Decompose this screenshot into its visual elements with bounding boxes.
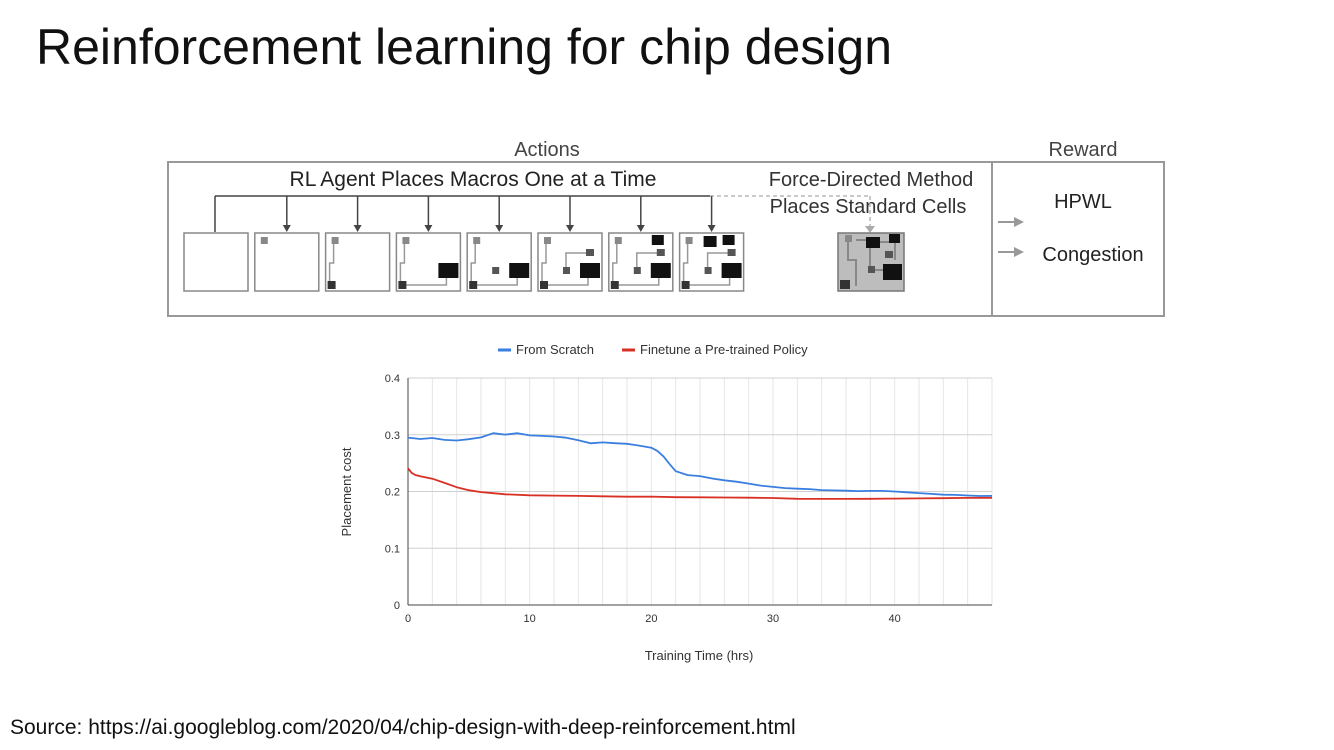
series-line-finetune <box>407 467 993 500</box>
x-axis-label: Training Time (hrs) <box>645 648 754 663</box>
step-arrowhead <box>566 225 574 232</box>
standard-cell-placement <box>837 232 905 292</box>
chart-axes: 0 0.1 0.2 0.3 0.4 0 10 20 30 40 <box>385 373 992 625</box>
y-axis-label: Placement cost <box>339 447 354 536</box>
x-tick-label: 40 <box>889 613 901 625</box>
macro-step-5 <box>466 232 532 292</box>
rl-agent-label: RL Agent Places Macros One at a Time <box>290 168 657 191</box>
step-arrowhead <box>636 225 645 232</box>
macro-step-4 <box>395 232 462 292</box>
macro-step-8 <box>678 232 745 292</box>
force-directed-arrowhead <box>865 226 875 233</box>
series-line-from-scratch <box>407 432 993 497</box>
y-tick-label: 0.1 <box>385 543 400 555</box>
step-arrowhead <box>282 225 291 232</box>
legend-label-finetune: Finetune a Pre-trained Policy <box>640 342 808 357</box>
reward-hpwl: HPWL <box>1054 191 1112 213</box>
step-arrowhead <box>353 225 362 232</box>
y-tick-label: 0 <box>394 600 400 612</box>
y-tick-label: 0.4 <box>385 373 400 385</box>
rl-placement-diagram: Actions Reward RL Agent Places Macros On… <box>167 139 1165 317</box>
y-tick-label: 0.2 <box>385 487 400 499</box>
reward-congestion: Congestion <box>1042 244 1143 266</box>
force-directed-label-line1: Force-Directed Method <box>769 169 974 191</box>
actions-label: Actions <box>514 139 580 161</box>
force-directed-label-line2: Places Standard Cells <box>770 196 967 218</box>
step-arrowhead <box>424 225 433 232</box>
macro-step-6 <box>537 232 603 292</box>
macro-step-3 <box>324 232 391 292</box>
x-tick-label: 10 <box>524 613 536 625</box>
placement-cost-chart: From Scratch Finetune a Pre-trained Poli… <box>339 342 993 663</box>
x-tick-label: 0 <box>405 613 411 625</box>
step-arrowhead <box>707 225 716 232</box>
macro-step-7 <box>608 232 674 292</box>
macro-step-1 <box>183 232 249 292</box>
x-tick-label: 30 <box>767 613 779 625</box>
source-citation: Source: https://ai.googleblog.com/2020/0… <box>10 716 796 739</box>
slide-title: Reinforcement learning for chip design <box>36 19 893 75</box>
macro-step-2 <box>254 232 320 292</box>
reward-label: Reward <box>1049 139 1118 161</box>
chart-series <box>407 432 993 500</box>
step-arrowhead <box>495 225 504 232</box>
x-tick-label: 20 <box>645 613 657 625</box>
legend-label-from-scratch: From Scratch <box>516 342 594 357</box>
chart-legend: From Scratch Finetune a Pre-trained Poli… <box>498 342 808 357</box>
hpwl-arrowhead <box>1014 217 1024 227</box>
y-tick-label: 0.3 <box>385 430 400 442</box>
congestion-arrowhead <box>1014 247 1024 257</box>
